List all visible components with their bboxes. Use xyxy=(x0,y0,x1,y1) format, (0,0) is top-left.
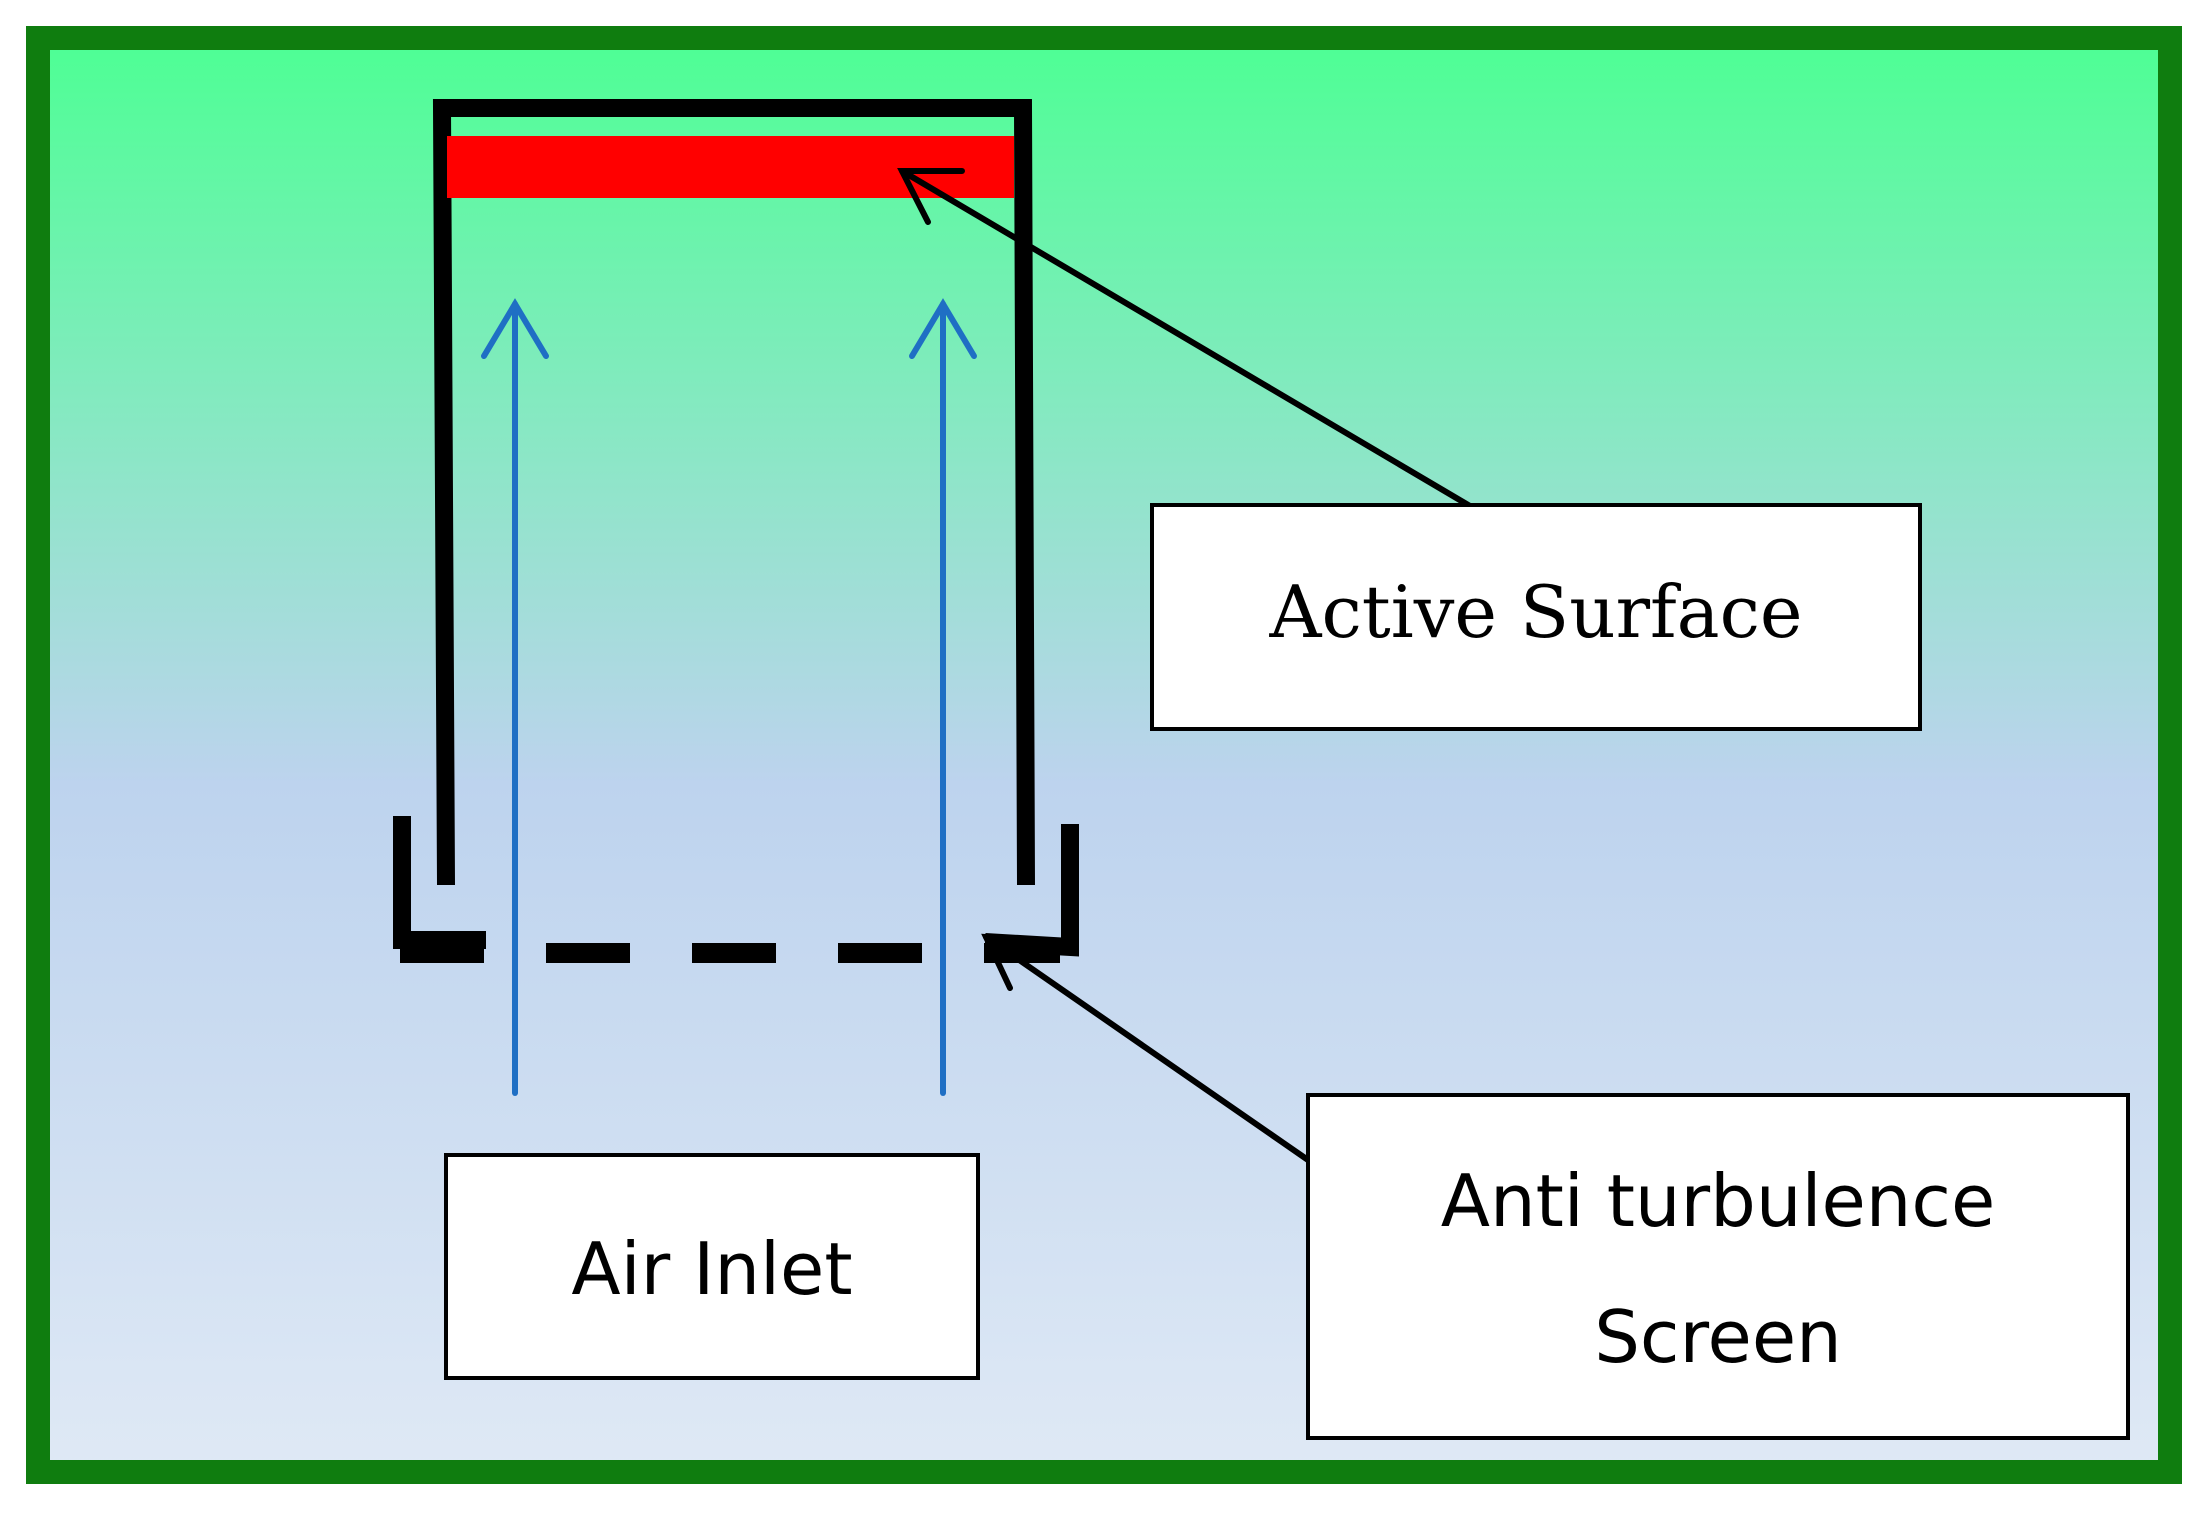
air-inlet-label-box: Air Inlet xyxy=(444,1153,980,1380)
airflow-arrow-left xyxy=(481,298,549,1096)
active-surface-label-box: Active Surface xyxy=(1150,503,1922,731)
anti-turbulence-label-box: Anti turbulence Screen xyxy=(1306,1093,2130,1440)
screen-leader xyxy=(981,933,1311,1163)
air-inlet-label: Air Inlet xyxy=(571,1227,852,1311)
airflow-arrow-right xyxy=(909,298,977,1096)
active-surface-leader xyxy=(897,168,1478,512)
anti-turbulence-label-line1: Anti turbulence xyxy=(1441,1159,1996,1243)
screen-left-bracket xyxy=(393,816,486,949)
active-surface-bar xyxy=(447,136,1014,198)
housing-outline xyxy=(432,99,1035,886)
airflow-arrows xyxy=(481,298,977,1096)
callout-leaders xyxy=(897,168,1478,1163)
anti-turbulence-screen xyxy=(393,816,1079,963)
anti-turbulence-label-line2: Screen xyxy=(1594,1295,1842,1379)
enclosure-housing xyxy=(432,99,1035,886)
active-surface-label: Active Surface xyxy=(1268,570,1802,654)
